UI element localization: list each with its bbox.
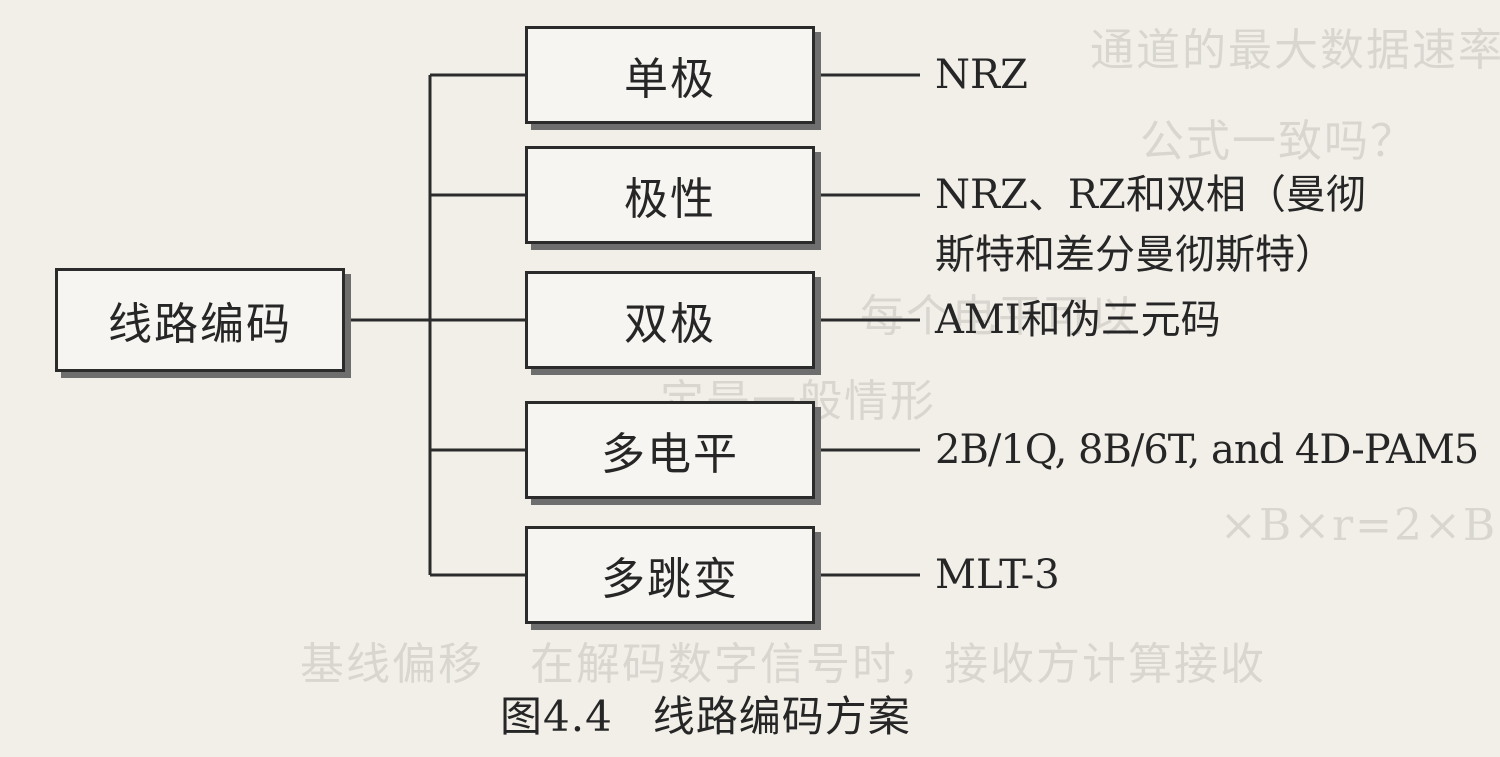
bleed-through-text: ×B×r=2×B (1220, 500, 1498, 551)
scheme-label-line: 斯特和差分曼彻斯特） (935, 232, 1335, 278)
category-node-multilevel: 多电平 (525, 401, 815, 499)
bleed-through-text: 基线偏移 在解码数字信号时，接收方计算接收 (300, 639, 1266, 690)
bleed-through-text: 每个电平可以 (860, 291, 1136, 342)
root-label: 线路编码 (108, 299, 292, 350)
scheme-label-polar: NRZ、RZ和双相（曼彻 斯特和差分曼彻斯特） (935, 165, 1366, 285)
scheme-label-multitransition: MLT-3 (935, 552, 1060, 598)
scheme-label-line: NRZ、RZ和双相（曼彻 (935, 172, 1366, 218)
category-label: 双极 (624, 299, 716, 350)
category-node-polar: 极性 (525, 146, 815, 244)
figure-number: 图4.4 (500, 692, 613, 741)
root-node: 线路编码 (55, 268, 345, 372)
category-label: 多跳变 (601, 554, 739, 605)
category-label: 极性 (624, 174, 716, 225)
category-label: 单极 (624, 54, 716, 105)
scheme-label-bipolar: AMI和伪三元码 (935, 297, 1221, 343)
category-node-multitransition: 多跳变 (525, 526, 815, 624)
category-label: 多电平 (601, 429, 739, 480)
figure-caption: 图4.4 线路编码方案 (500, 683, 911, 744)
scheme-label-multilevel: 2B/1Q, 8B/6T, and 4D-PAM5 (935, 427, 1479, 473)
category-node-unipolar: 单极 (525, 26, 815, 124)
bleed-through-text: 公式一致吗？ (1140, 116, 1416, 167)
bleed-through-text: 通道的最大数据速率 (1090, 25, 1500, 76)
category-node-bipolar: 双极 (525, 271, 815, 369)
scheme-label-unipolar: NRZ (935, 52, 1028, 98)
figure-title: 线路编码方案 (652, 692, 911, 741)
